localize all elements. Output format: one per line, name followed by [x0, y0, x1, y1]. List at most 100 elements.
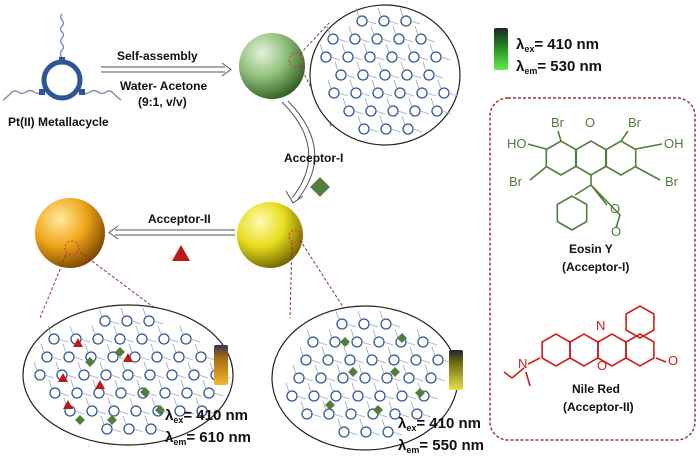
alkyl-chain: [340, 395, 351, 400]
alkyl-chain: [110, 374, 121, 379]
nile-red-name: Nile Red: [572, 382, 620, 396]
acceptor-ii-triangle-icon: [63, 400, 73, 409]
alkyl-chain: [341, 43, 346, 54]
alkyl-chain: [124, 338, 135, 343]
alkyl-chain: [344, 400, 349, 411]
alkyl-chain: [107, 397, 112, 408]
ring-bond: [605, 140, 637, 176]
alkyl-chain: [33, 361, 38, 372]
alkyl-chain: [354, 359, 365, 364]
alkyl-chain: [198, 374, 209, 379]
alkyl-chain: [44, 374, 55, 379]
alkyl-chain: [58, 338, 69, 343]
alkyl-chain: [296, 395, 307, 400]
acceptor-ii-triangle-icon: [172, 245, 190, 261]
alkyl-chain: [388, 400, 393, 411]
alkyl-chain: [424, 364, 429, 375]
alkyl-chain: [329, 382, 334, 393]
alkyl-chain: [328, 328, 333, 339]
alkyl-chain: [321, 346, 326, 357]
alkyl-chain: [322, 400, 327, 411]
alkyl-chain: [361, 341, 372, 346]
alkyl-chain: [349, 79, 354, 90]
alkyl-chain: [202, 379, 207, 390]
zoom-marker: [64, 240, 80, 256]
alkyl-chain: [375, 110, 386, 115]
alkyl-chain: [368, 323, 379, 328]
alkyl-chain: [136, 379, 141, 390]
svg-text:OH: OH: [664, 136, 684, 151]
alkyl-chain: [381, 38, 392, 43]
alkyl-chain: [299, 346, 304, 357]
acceptor-i-diamond-icon: [140, 387, 150, 397]
alkyl-chain: [158, 379, 163, 390]
alkyl-chain: [365, 346, 370, 357]
self-assembly-arrow: [101, 62, 232, 77]
alkyl-chain: [353, 110, 364, 115]
alkyl-chain: [372, 328, 377, 339]
alkyl-chain: [385, 43, 390, 54]
alkyl-chain: [209, 361, 214, 372]
acceptor-ii-arrow: [108, 225, 235, 240]
alkyl-chain: [399, 413, 410, 418]
alkyl-chain: [59, 392, 70, 397]
alkyl-chain: [165, 361, 170, 372]
alkyl-chain: [84, 343, 89, 354]
alkyl-chain: [154, 374, 165, 379]
alkyl-chain: [168, 338, 179, 343]
alkyl-chain: [151, 397, 156, 408]
alkyl-chain: [433, 74, 444, 79]
svg-text:HO: HO: [507, 136, 527, 151]
acceptor-i-diamond-icon: [340, 337, 350, 347]
eosin-role: (Acceptor-I): [562, 260, 629, 274]
alkyl-chain: [121, 361, 126, 372]
acceptor-i-diamond-icon: [373, 405, 383, 415]
alkyl-chain: [334, 61, 339, 72]
nile-atom-labels: N O O N: [518, 318, 678, 373]
alkyl-chain: [377, 7, 382, 18]
alkyl-chain: [147, 392, 158, 397]
alkyl-chain: [146, 338, 157, 343]
alkyl-chain: [213, 392, 224, 397]
alkyl-chain: [319, 43, 324, 54]
alkyl-chain: [326, 25, 331, 36]
ring-bond: [545, 140, 577, 176]
acceptor-i-diamond-icon: [310, 177, 330, 197]
acceptor-i-arrow: [281, 100, 316, 204]
alkyl-chain: [81, 392, 92, 397]
alkyl-chain: [155, 428, 166, 433]
nile-red-structure: [503, 305, 667, 387]
alkyl-chain: [357, 310, 362, 321]
alkyl-chain: [125, 392, 136, 397]
alkyl-chain: [403, 38, 414, 43]
acceptor-structures-box: [489, 97, 696, 441]
alkyl-chain: [429, 43, 434, 54]
alkyl-chain: [74, 410, 85, 415]
alkyl-chain: [113, 325, 118, 336]
alkyl-chain: [348, 431, 359, 436]
alkyl-chain: [70, 379, 75, 390]
alkyl-chain: [348, 25, 353, 36]
alkyl-chain: [418, 56, 429, 61]
yellow-nanoparticle: [237, 202, 303, 268]
svg-text:O: O: [585, 115, 595, 130]
alkyl-chain: [139, 356, 150, 361]
alkyl-chain: [120, 307, 125, 318]
solvent-ratio-label: (9:1, v/v): [138, 95, 187, 109]
alkyl-chain: [412, 128, 423, 133]
alkyl-chain: [85, 397, 90, 408]
alkyl-chain: [359, 38, 370, 43]
alkyl-chain: [128, 343, 133, 354]
alkyl-chain: [300, 400, 305, 411]
alkyl-chain: [91, 325, 96, 336]
alkyl-chain: [292, 364, 297, 375]
alkyl-chain: [317, 341, 328, 346]
ring-bond: [556, 195, 588, 231]
alkyl-chain: [325, 377, 336, 382]
alkyl-chain: [362, 395, 373, 400]
svg-text:λem= 610 nm: λem= 610 nm: [165, 429, 251, 447]
alkyl-chain: [427, 341, 438, 346]
ring-bond: [569, 333, 599, 367]
alkyl-chain: [370, 431, 381, 436]
alkyl-chain: [172, 343, 177, 354]
